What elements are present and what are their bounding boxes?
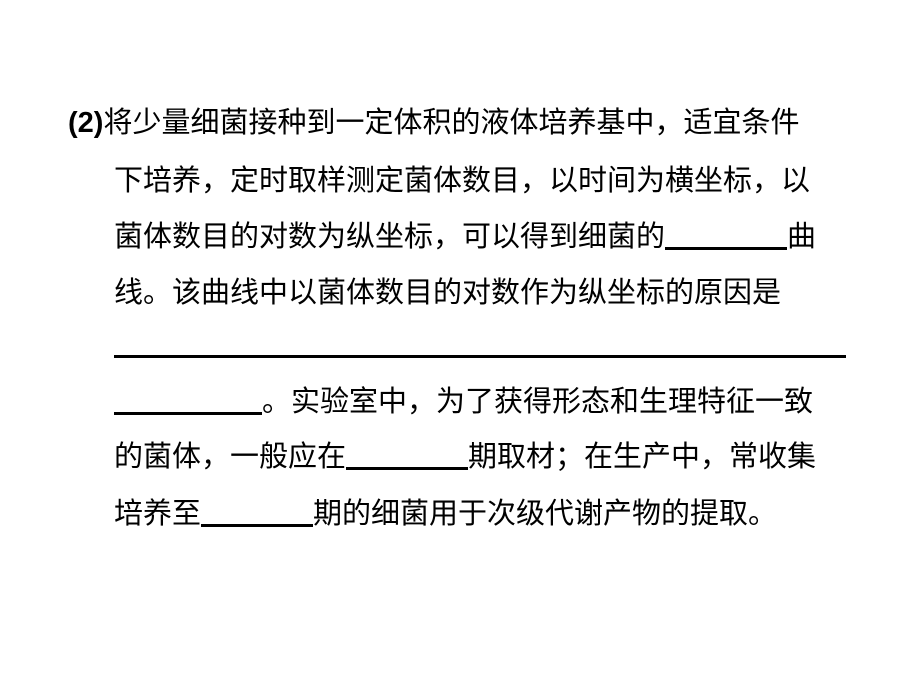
blank-curve-type[interactable] [665,217,788,250]
question-text: 曲 [787,219,817,253]
question-text: 培养至 [114,496,202,530]
question-line-3: 菌体数目的对数为纵坐标，可以得到细菌的 曲 [114,217,816,254]
question-line-4: 线。该曲线中以菌体数目的对数作为纵坐标的原因是 [114,274,781,310]
question-text: 线。该曲线中以菌体数目的对数作为纵坐标的原因是 [114,275,782,309]
question-line-6: 的菌体，一般应在 期取材；在生产中，常收集 [114,437,816,474]
question-text: 期取材；在生产中，常收集 [468,439,817,473]
question-line-5: 。实验室中，为了获得形态和生理特征一致 [114,382,813,419]
blank-lab-phase[interactable] [346,437,469,470]
question-text: 期的细菌用于次级代谢产物的提取。 [313,496,778,530]
question-text: 。实验室中，为了获得形态和生理特征一致 [262,384,814,418]
question-text: 下培养，定时取样测定菌体数目，以时间为横坐标，以 [114,163,811,197]
question-text: 菌体数目的对数为纵坐标，可以得到细菌的 [114,219,666,253]
blank-production-phase[interactable] [201,494,314,527]
blank-reason-line-2[interactable] [114,382,262,415]
question-number: (2) [68,107,104,139]
question-text: 将少量细菌接种到一定体积的液体培养基中，适宜条件 [103,105,800,139]
question-text: 的菌体，一般应在 [114,439,347,473]
question-line-1: (2)将少量细菌接种到一定体积的液体培养基中，适宜条件 [68,104,799,141]
question-line-7: 培养至 期的细菌用于次级代谢产物的提取。 [114,494,777,531]
question-line-2: 下培养，定时取样测定菌体数目，以时间为横坐标，以 [114,162,810,198]
blank-reason-line-1[interactable] [114,355,846,358]
